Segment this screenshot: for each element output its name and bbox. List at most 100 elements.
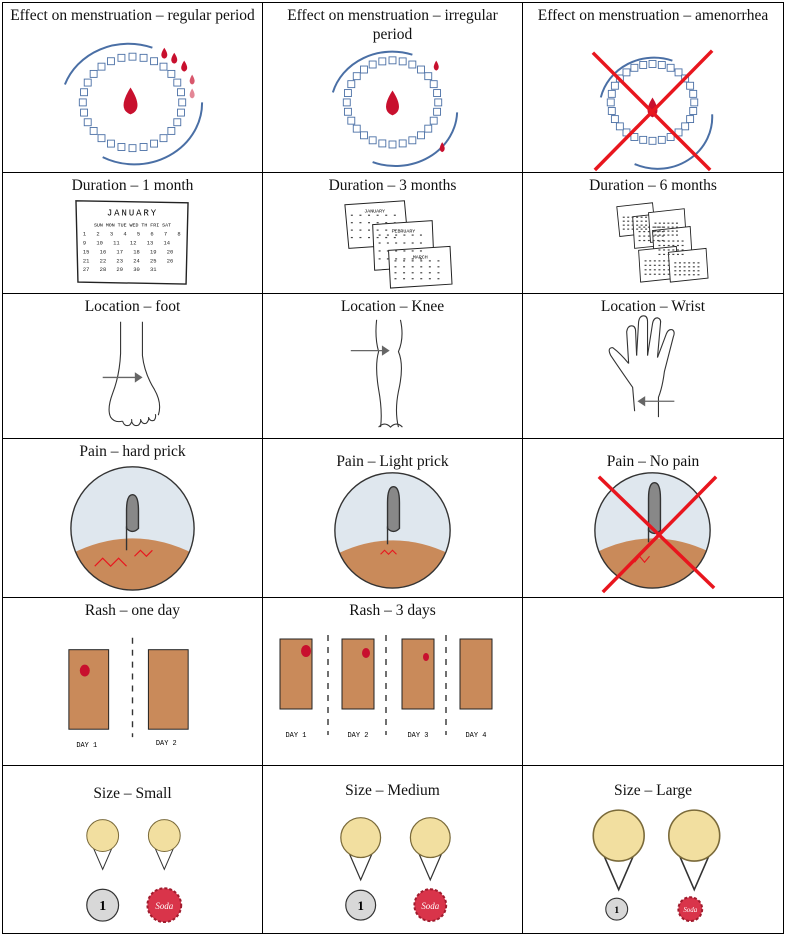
calendar-mark bbox=[674, 270, 677, 272]
calendar-day-box bbox=[686, 81, 695, 90]
calendar-mark bbox=[683, 270, 686, 272]
calendar-mark bbox=[378, 250, 381, 252]
bottle-cap-icon: Soda bbox=[413, 888, 448, 923]
blood-drop-icon bbox=[171, 52, 178, 64]
calendar-day-box bbox=[639, 61, 648, 69]
svg-text:Soda: Soda bbox=[155, 901, 173, 911]
cell-duration-1-month: Duration – 1 month JANUARY SUN MON TUE W… bbox=[2, 172, 263, 294]
calendar-mark bbox=[654, 230, 657, 232]
calendar-mark bbox=[675, 222, 678, 224]
calendar-mark bbox=[676, 244, 679, 247]
calendar-mark bbox=[657, 226, 660, 228]
calendar-mark bbox=[622, 220, 625, 222]
calendar-mark bbox=[385, 222, 388, 224]
svg-text:Soda: Soda bbox=[421, 901, 439, 911]
calendar-day-box bbox=[368, 60, 377, 69]
day-label: DAY 1 bbox=[285, 732, 306, 740]
calendar-day-box bbox=[167, 69, 176, 78]
calendar-mark bbox=[376, 214, 379, 216]
calendar-mark bbox=[675, 226, 678, 228]
cell-location-wrist: Location – Wrist bbox=[522, 293, 784, 439]
calendar-mark bbox=[376, 222, 379, 224]
knee-drawing bbox=[350, 319, 403, 428]
calendar-day-box bbox=[80, 108, 88, 117]
calendar-title: JANUARY bbox=[364, 209, 385, 215]
cycle-calendar-image bbox=[331, 50, 459, 168]
skin-strip bbox=[341, 638, 375, 710]
calendar-mark bbox=[658, 230, 661, 232]
calendar-stack-icon bbox=[616, 202, 709, 283]
calendar-mark bbox=[692, 274, 695, 276]
calendar-day-box bbox=[360, 65, 368, 74]
row-size: Size – Small 1 Soda Size – Medium bbox=[2, 765, 784, 934]
weekday-header: SUN MON TUE WED TH FRI SAT bbox=[94, 223, 171, 229]
row-pain: Pain – hard prick Pain – Light prick bbox=[2, 438, 784, 598]
calendar-day-box bbox=[97, 134, 106, 143]
calendar-mark bbox=[411, 234, 414, 236]
calendar-mark bbox=[667, 234, 670, 236]
calendar-mark bbox=[658, 222, 661, 224]
calendar-day-box bbox=[177, 108, 185, 117]
calendar-mark bbox=[645, 216, 648, 218]
cell-location-knee: Location – Knee bbox=[262, 293, 523, 439]
cell-size-large: Size – Large 1 Soda bbox=[522, 765, 784, 934]
calendar-mark bbox=[411, 258, 414, 260]
calendar-day-box bbox=[97, 62, 106, 71]
calendar-mark bbox=[627, 220, 630, 222]
calendar-mark bbox=[428, 266, 431, 268]
cell-duration-6-months: Duration – 6 months bbox=[522, 172, 784, 294]
calendar-mark bbox=[420, 272, 423, 274]
rash-strips-drawing: DAY 1 DAY 2 bbox=[68, 637, 189, 750]
calendar-mark bbox=[386, 242, 389, 244]
calendar-mark bbox=[658, 244, 661, 247]
calendar-mark bbox=[645, 228, 648, 230]
calendar-mark bbox=[395, 250, 398, 252]
calendar-mark bbox=[350, 222, 353, 224]
calendar-mark bbox=[663, 244, 666, 247]
blood-drop-icon bbox=[189, 88, 195, 99]
calendar-day-box bbox=[139, 143, 148, 151]
calendar-mark bbox=[657, 231, 660, 233]
calendar-mark bbox=[437, 260, 440, 262]
calendar-day-box bbox=[615, 122, 624, 131]
calendar-mark bbox=[658, 269, 661, 271]
calendar-day-box bbox=[674, 128, 683, 137]
caption: Effect on menstruation – irregular perio… bbox=[287, 7, 498, 43]
calendar-mark bbox=[359, 236, 362, 239]
cell-empty bbox=[522, 597, 784, 766]
calendar-mark bbox=[692, 270, 695, 272]
calendar-mark bbox=[647, 235, 650, 237]
skin-strip bbox=[401, 638, 435, 710]
calendar-mark bbox=[403, 278, 406, 280]
calendar-day-box bbox=[89, 69, 98, 78]
calendar-day-box bbox=[398, 57, 407, 66]
calendar-day-box bbox=[128, 144, 137, 153]
calendar-mark bbox=[649, 273, 652, 275]
cell-pain-hard-prick: Pain – hard prick bbox=[2, 438, 263, 598]
calendar-mark bbox=[667, 240, 670, 242]
calendar-day-box bbox=[417, 65, 425, 74]
blood-drop-icon bbox=[181, 60, 188, 72]
calendar-day-box bbox=[352, 72, 361, 81]
calendar-mark bbox=[419, 258, 422, 260]
calendar-mark bbox=[643, 226, 646, 228]
calendar-day-box bbox=[342, 98, 351, 107]
calendar-mark bbox=[395, 234, 398, 236]
calendar-day-box bbox=[622, 68, 631, 77]
calendar-mark bbox=[640, 228, 643, 230]
calendar-day-box bbox=[150, 57, 158, 66]
calendar-day-box bbox=[83, 78, 92, 87]
calendar-day-box bbox=[128, 52, 137, 61]
caption: Location – Knee bbox=[340, 298, 445, 315]
calendar-mark bbox=[643, 239, 646, 242]
calendar-day-box bbox=[666, 63, 675, 72]
calendar-mark bbox=[437, 266, 440, 268]
calendar-mark bbox=[688, 262, 691, 264]
calendar-mark bbox=[420, 266, 423, 268]
calendar-day-box bbox=[666, 133, 675, 141]
caption: Pain – hard prick bbox=[79, 443, 186, 460]
calendar-mark bbox=[692, 266, 695, 268]
calendar-day-box bbox=[177, 88, 185, 97]
bottle-cap-icon: Soda bbox=[146, 887, 183, 924]
